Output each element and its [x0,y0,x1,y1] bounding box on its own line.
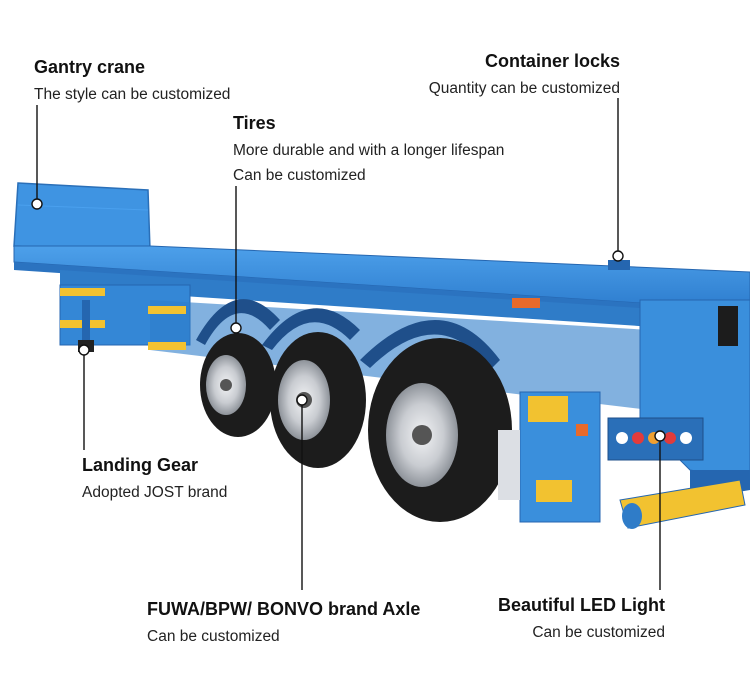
container-lock [608,260,630,270]
callout-title: FUWA/BPW/ BONVO brand Axle [147,599,421,619]
tire-2 [270,332,366,468]
callout-description-secondary: Can be customized [233,166,366,184]
callout-led-light: Beautiful LED Light Can be customized [440,594,665,642]
mudguards [196,299,500,370]
callout-description: More durable and with a longer lifespan [233,141,505,159]
rear-bumper [498,391,746,529]
callout-axle: FUWA/BPW/ BONVO brand Axle Can be custom… [147,598,420,646]
callout-title: Tires [233,113,276,133]
callout-description: Quantity can be customized [428,79,620,97]
leader-lines [31,98,666,590]
callout-title: Beautiful LED Light [498,595,665,615]
trailer-deck [13,245,750,315]
callout-description: Can be customized [532,623,665,641]
callout-container-locks: Container locks Quantity can be customiz… [400,50,620,98]
callout-description: The style can be customized [34,85,231,103]
callout-title: Landing Gear [82,455,199,475]
callout-description: Adopted JOST brand [82,483,228,501]
callout-description: Can be customized [147,627,280,645]
callout-title: Container locks [484,51,620,71]
tire-3 [368,338,512,522]
tire-1 [200,333,276,437]
callout-title: Gantry crane [34,57,146,77]
callout-gantry-crane: Gantry crane The style can be customized [34,56,230,104]
gantry-crane-panel [13,182,151,251]
callout-tires: Tires More durable and with a longer lif… [233,112,504,185]
callout-landing-gear: Landing Gear Adopted JOST brand [82,454,227,502]
